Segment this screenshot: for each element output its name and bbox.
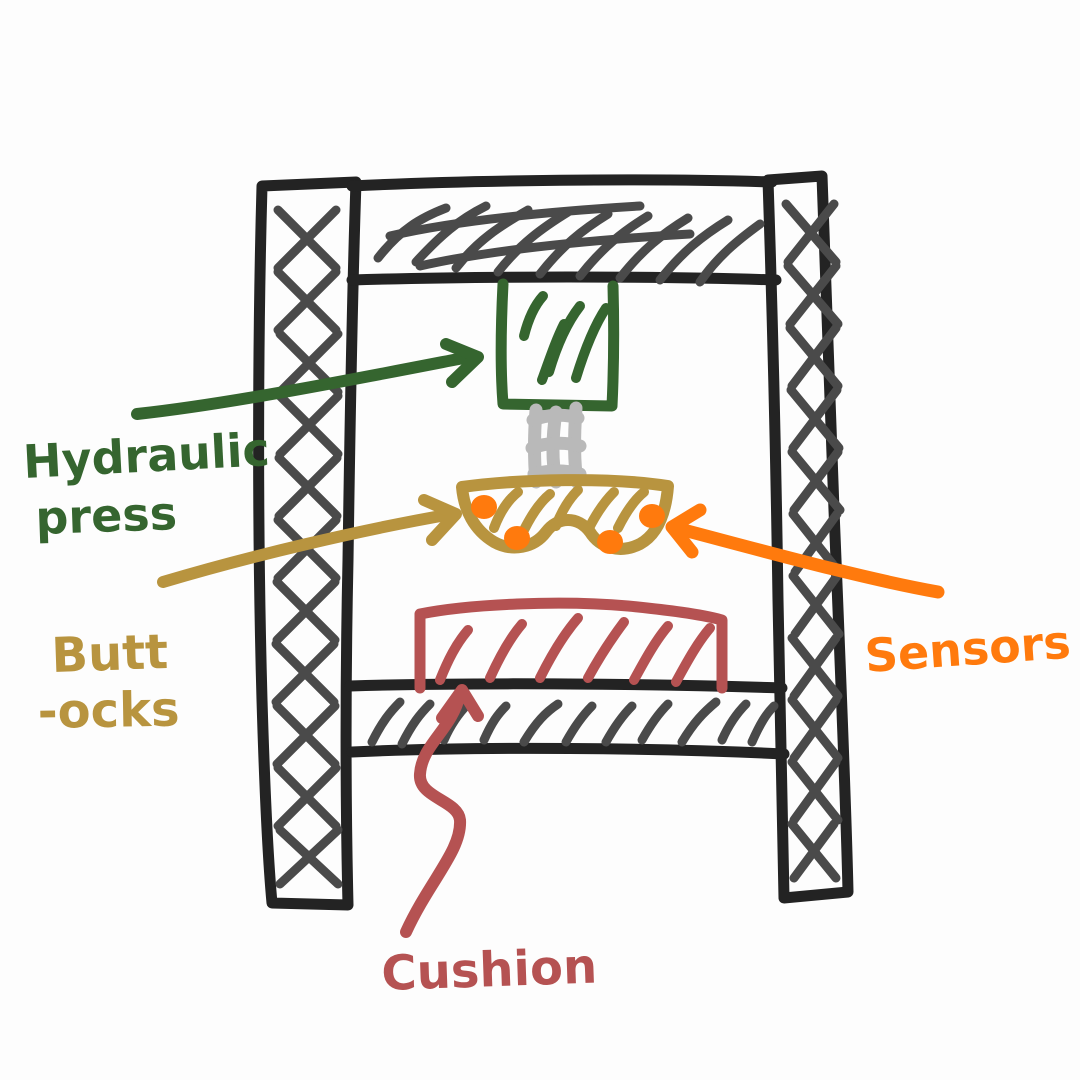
hydraulic-ram bbox=[525, 401, 587, 489]
mid-beam-top-edge bbox=[344, 678, 788, 694]
annotation-arrows bbox=[131, 338, 945, 938]
label-buttocks-line1: Butt bbox=[50, 624, 169, 684]
cushion-outline bbox=[414, 597, 728, 694]
arrow-hydraulic-press bbox=[131, 338, 484, 420]
sensor-dot bbox=[471, 495, 497, 519]
press-head-box bbox=[495, 278, 620, 412]
arrow-sensors bbox=[665, 503, 945, 599]
label-hydraulic-press-line2: press bbox=[34, 486, 177, 545]
top-beam bbox=[346, 174, 778, 192]
label-buttocks-line2: -ocks bbox=[37, 682, 180, 740]
sensor-dot bbox=[597, 530, 623, 554]
top-beam-lower-edge bbox=[346, 271, 782, 286]
sensor-dots bbox=[471, 495, 665, 554]
press-head-hatch bbox=[519, 291, 611, 385]
press-head bbox=[495, 278, 620, 412]
top-beam-hatch bbox=[373, 201, 765, 287]
cushion-block bbox=[414, 597, 728, 694]
cushion-hatch bbox=[435, 613, 715, 687]
mid-beam-bottom-edge bbox=[346, 742, 790, 760]
sensor-dot bbox=[504, 526, 530, 550]
label-hydraulic-press-line1: Hydraulic bbox=[22, 422, 271, 489]
left-column-outline bbox=[253, 176, 362, 911]
arrow-cushion bbox=[400, 684, 484, 938]
label-cushion: Cushion bbox=[380, 938, 598, 1001]
sensor-dot bbox=[639, 504, 665, 528]
arrow-buttocks bbox=[157, 494, 462, 588]
right-column-hatch bbox=[781, 199, 845, 883]
press-frame bbox=[253, 170, 854, 911]
buttocks-hatch bbox=[489, 485, 649, 535]
mid-beam-hatch bbox=[367, 697, 779, 749]
